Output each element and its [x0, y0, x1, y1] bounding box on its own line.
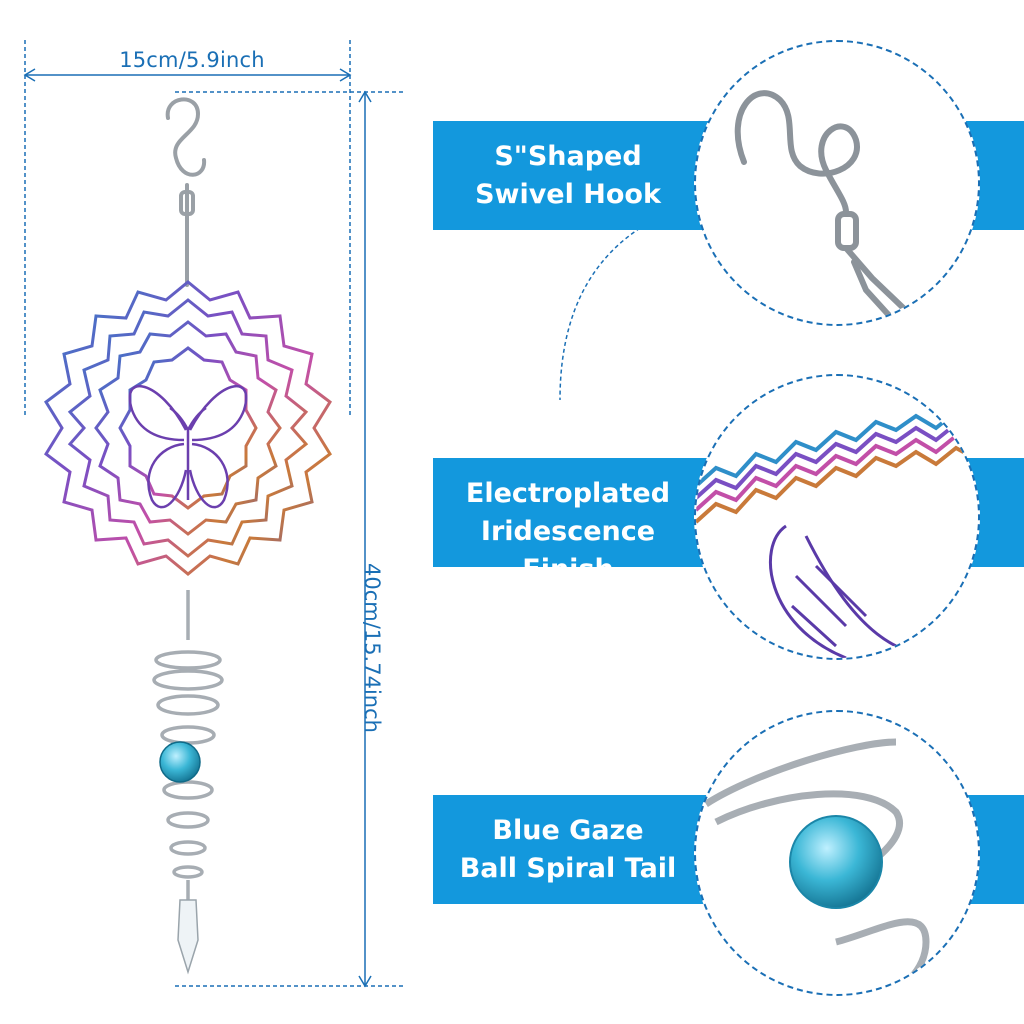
feature-title-finish: Electroplated Iridescence Finish: [433, 475, 703, 589]
spiral-tail-icon: [152, 590, 224, 900]
feature-title-line2: Swivel Hook: [475, 179, 661, 210]
zoom-circle-tail: [694, 710, 980, 996]
iridescent-wave-icon: [696, 409, 978, 524]
feature-title-tail: Blue Gaze Ball Spiral Tail: [433, 812, 703, 888]
feature-title-line1: S"Shaped: [494, 141, 642, 172]
feature-title-line1: Blue Gaze: [492, 815, 644, 846]
feature-title-line1: Electroplated: [465, 478, 671, 509]
butterfly-icon: [128, 384, 248, 509]
blue-gaze-ball-icon: [789, 815, 883, 909]
zoom-circle-finish: [694, 374, 980, 660]
gaze-ball-icon: [159, 741, 201, 783]
height-dimension-lines: [175, 90, 405, 988]
zoom-circle-hook: [694, 40, 980, 326]
feature-title-hook: S"Shaped Swivel Hook: [433, 138, 703, 214]
butterfly-wing-icon: [768, 524, 897, 658]
crystal-prism-icon: [177, 899, 199, 975]
wind-spinner-icon: [44, 280, 332, 576]
s-hook-icon: [165, 97, 207, 287]
feature-title-line2: Ball Spiral Tail: [459, 853, 677, 884]
width-label: 15cm/5.9inch: [119, 48, 265, 72]
width-dimension-lines: [23, 40, 352, 415]
swivel-hook-icon: [734, 90, 923, 324]
feature-title-line2: Iridescence Finish: [480, 516, 656, 585]
height-label: 40cm/15.74inch: [360, 563, 384, 733]
